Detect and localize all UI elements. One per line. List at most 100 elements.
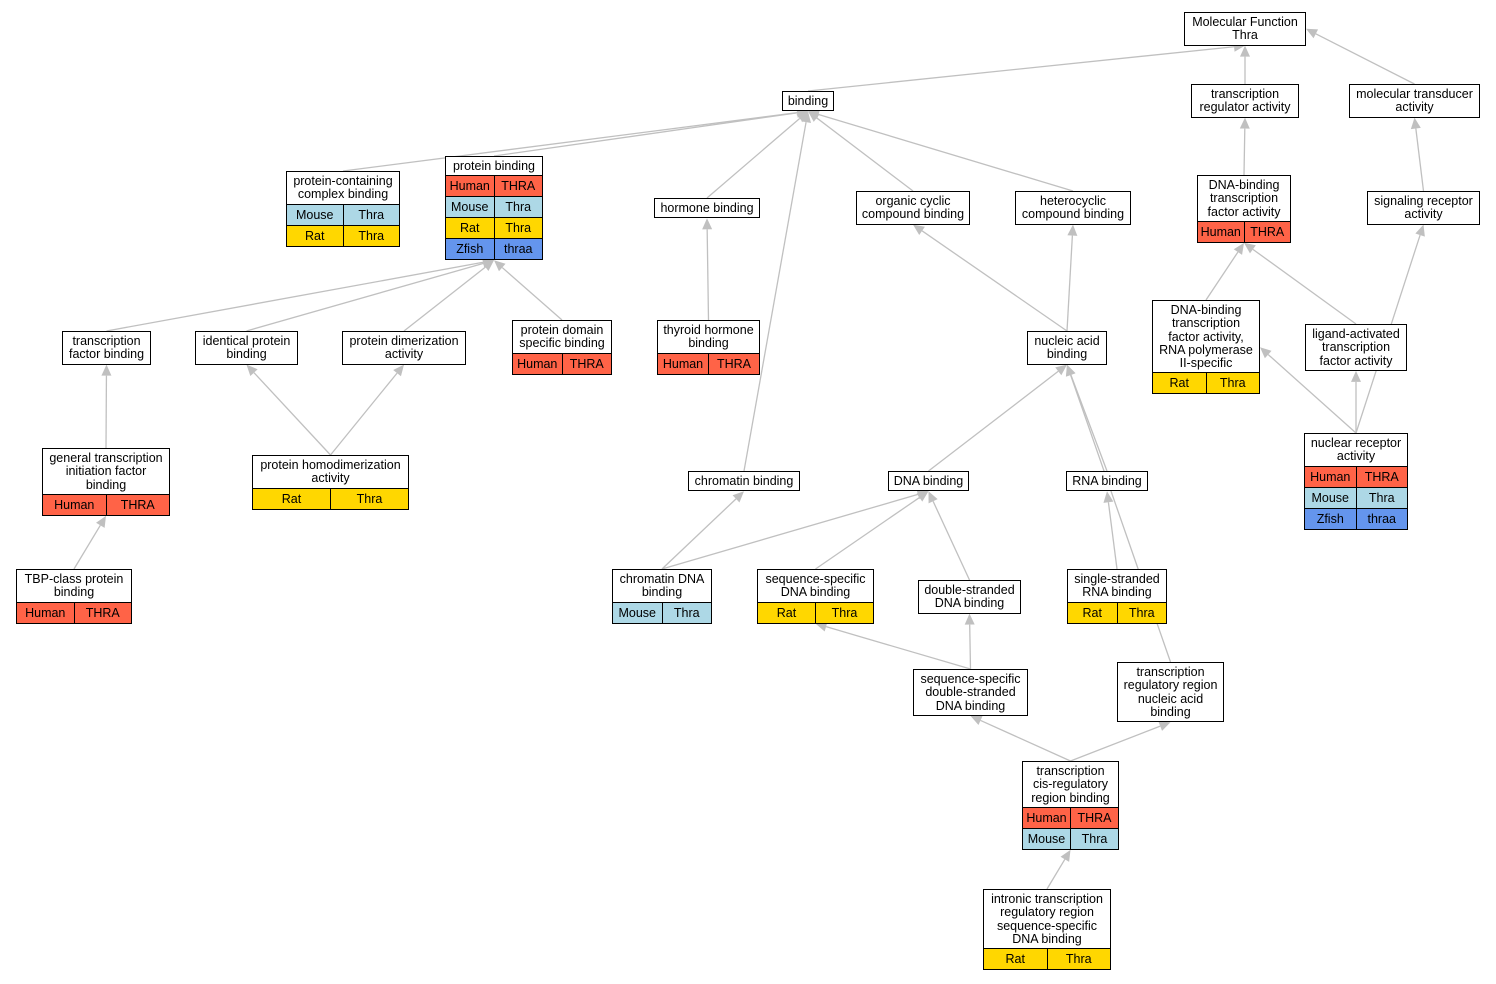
node-dna-binding-transcription-factor-activity[interactable]: DNA-binding transcription factor activit… (1197, 175, 1291, 243)
species-cell: Human (658, 353, 708, 374)
edge-tfb-pb (106, 261, 484, 332)
node-label: DNA-binding transcription factor activit… (1159, 303, 1253, 371)
node-general-transcription-initiation-factor-binding[interactable]: general transcription initiation factor … (42, 448, 170, 516)
node-molecular-transducer-activity[interactable]: molecular transducer activity (1349, 84, 1480, 118)
arrowhead (702, 218, 713, 230)
node-label: protein dimerization activity (349, 334, 459, 362)
node-label: sequence-specific double-stranded DNA bi… (920, 672, 1021, 713)
arrowhead (1233, 242, 1244, 255)
arrowhead (916, 491, 929, 502)
arrowhead (1239, 117, 1250, 129)
arrowhead (928, 491, 938, 504)
species-cell: Rat (984, 949, 1047, 970)
gene-cell: thraa (493, 239, 542, 260)
node-heterocyclic-compound-binding[interactable]: heterocyclic compound binding (1015, 191, 1131, 225)
species-cell: Human (1305, 466, 1356, 487)
arrowhead (1103, 491, 1114, 503)
species-cell: Mouse (613, 602, 662, 623)
node-protein-dimerization-activity[interactable]: protein dimerization activity (342, 331, 466, 365)
node-label: protein binding (452, 159, 535, 173)
node-molecular-function[interactable]: Molecular Function Thra (1184, 12, 1306, 46)
species-cell: Zfish (446, 239, 494, 260)
node-label: nuclear receptor activity (1310, 436, 1402, 464)
edge-nab-occ (921, 230, 1068, 332)
node-label: thyroid hormone binding (663, 323, 754, 351)
node-organic-cyclic-compound-binding[interactable]: organic cyclic compound binding (856, 191, 970, 225)
node-binding[interactable]: binding (782, 91, 834, 112)
gene-cell: Thra (661, 602, 711, 623)
node-hormone-binding[interactable]: hormone binding (654, 198, 760, 219)
arrowhead (970, 715, 983, 725)
arrowhead (796, 111, 808, 123)
node-label: organic cyclic compound binding (861, 194, 965, 222)
edge-hcb-binding (818, 113, 1074, 192)
node-rna-binding[interactable]: RNA binding (1066, 471, 1148, 492)
node-dna-binding-tf-rna-pol-ii[interactable]: DNA-binding transcription factor activit… (1152, 300, 1260, 395)
edge-dbrp-dbtf (1205, 251, 1239, 301)
node-label: transcription regulatory region nucleic … (1123, 665, 1218, 719)
node-ligand-activated-transcription-factor-activity[interactable]: ligand-activated transcription factor ac… (1305, 324, 1407, 371)
gene-cell: Thra (1116, 602, 1166, 623)
node-chromatin-binding[interactable]: chromatin binding (688, 471, 800, 492)
node-label: single-stranded RNA binding (1074, 572, 1160, 600)
node-transcription-cis-regulatory-region-binding[interactable]: transcription cis-regulatory region bind… (1022, 761, 1119, 850)
arrowhead (1240, 45, 1250, 57)
node-double-stranded-dna-binding[interactable]: double-stranded DNA binding (918, 580, 1021, 614)
gene-cell: thraa (1355, 508, 1407, 529)
gene-cell: Thra (493, 218, 542, 239)
species-cell: Rat (253, 488, 330, 509)
node-label: signaling receptor activity (1374, 194, 1473, 222)
node-label: heterocyclic compound binding (1021, 194, 1125, 222)
arrowhead (482, 260, 494, 272)
edge-ipb-pb (246, 262, 484, 332)
node-identical-protein-binding[interactable]: identical protein binding (195, 331, 298, 365)
gene-cell: THRA (708, 353, 759, 374)
edge-rb-nab (1070, 374, 1108, 472)
arrowhead (1065, 364, 1076, 377)
edge-tbp-gtif (73, 524, 101, 570)
node-sequence-specific-double-stranded-dna-binding[interactable]: sequence-specific double-stranded DNA bi… (913, 669, 1028, 716)
edge-nra-dbrp (1267, 354, 1357, 434)
species-cell: Mouse (1023, 828, 1070, 849)
species-cell: Human (513, 353, 562, 374)
node-transcription-regulator-activity[interactable]: transcription regulator activity (1191, 84, 1299, 118)
node-nucleic-acid-binding[interactable]: nucleic acid binding (1027, 331, 1107, 365)
node-transcription-regulatory-region-nucleic-acid-binding[interactable]: transcription regulatory region nucleic … (1117, 662, 1224, 723)
node-label: sequence-specific DNA binding (765, 572, 866, 600)
node-intronic-transcription-regulatory-region[interactable]: intronic transcription regulatory region… (983, 889, 1111, 971)
species-cell: Mouse (287, 204, 343, 225)
edge-phda-ipb (253, 372, 331, 456)
node-signaling-receptor-activity[interactable]: signaling receptor activity (1367, 191, 1480, 225)
node-transcription-factor-binding[interactable]: transcription factor binding (62, 331, 151, 365)
node-label: RNA binding (1072, 474, 1142, 488)
arrowhead (96, 515, 106, 528)
arrowhead (801, 111, 811, 124)
node-dna-binding[interactable]: DNA binding (888, 471, 969, 492)
arrowhead (808, 109, 820, 120)
edge-thb-hb (706, 229, 710, 321)
edge-db-nab (928, 370, 1059, 472)
gene-cell: Thra (493, 197, 542, 218)
edge-sra-mta (1415, 128, 1425, 192)
